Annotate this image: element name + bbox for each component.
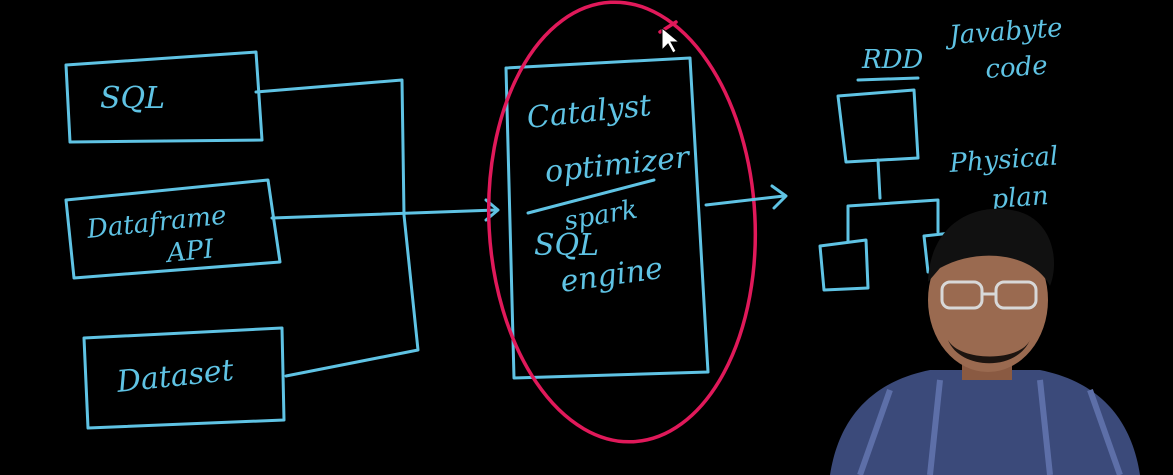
catalyst-label: Catalyst	[525, 88, 654, 136]
divider-line	[526, 178, 656, 215]
sql-label: SQL	[100, 81, 165, 116]
presenter-face	[928, 228, 1048, 372]
presenter-hair	[928, 208, 1055, 286]
code-label: code	[984, 51, 1048, 85]
dataframe-api-box: Dataframe API	[64, 178, 282, 280]
rdd-root-node	[836, 88, 920, 164]
rdd-underline	[856, 76, 920, 82]
rdd-left-child	[818, 238, 870, 292]
optimizer-label: optimizer	[543, 140, 692, 190]
sql-box: SQL	[64, 50, 264, 144]
spark-sql-engine-box: Catalyst optimizer spark SQL engine	[504, 56, 710, 380]
presenter-beard	[948, 340, 1030, 364]
highlight-circle	[486, 0, 758, 444]
physical-label: Physical	[947, 141, 1059, 179]
rdd-label: RDD	[861, 45, 923, 75]
presenter-image	[830, 208, 1140, 475]
presenter-shirt	[830, 370, 1140, 475]
javabyte-label: Javabyte	[943, 13, 1063, 51]
api-label: API	[164, 234, 216, 269]
dataset-box: Dataset	[82, 326, 286, 430]
sql-engine-label: SQL	[534, 228, 599, 263]
output-arrow	[704, 184, 788, 210]
input-connector	[254, 78, 500, 378]
mouse-cursor-icon	[661, 26, 681, 54]
dataset-label: Dataset	[114, 353, 236, 400]
